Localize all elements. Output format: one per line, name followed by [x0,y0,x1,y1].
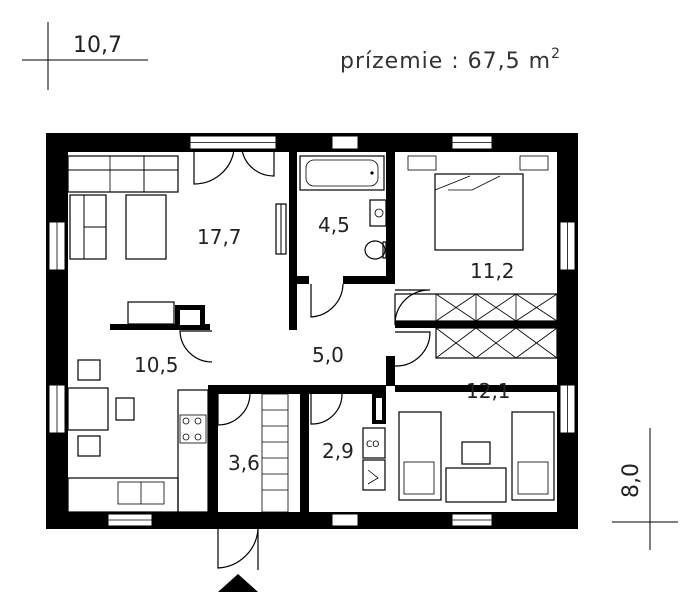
floor-area-superscript: 2 [551,46,561,62]
utility-appliances: CO [362,427,386,491]
height-dimension: 8,0 [612,428,678,550]
room-label-bedroom-1: 11,2 [470,259,515,283]
room-label-living: 17,7 [197,225,242,249]
height-dimension-label: 8,0 [619,463,644,498]
svg-text:CO: CO [366,440,379,450]
room-label-kitchen-dining: 10,5 [134,353,179,377]
room-label-stair-hall: 3,6 [228,451,260,475]
floor-area-title-text: prízemie : 67,5 m [340,49,551,74]
room-label-utility: 2,9 [322,439,354,463]
bedroom-1-furniture [394,155,558,322]
room-label-hall: 5,0 [312,343,344,367]
entrance-marker [218,574,258,592]
room-labels: 17,7 4,5 11,2 10,5 5,0 12,1 3,6 2,9 [134,213,515,475]
living-room-furniture [67,155,287,260]
width-dimension: 10,7 [22,22,148,90]
doors [179,149,431,570]
width-dimension-label: 10,7 [73,33,122,58]
kitchen-furniture [67,301,209,513]
room-label-bedroom-2: 12,1 [466,379,511,403]
interior-walls [110,152,557,512]
windows [48,135,576,527]
room-label-bathroom: 4,5 [318,213,350,237]
bathroom-fixtures [299,155,387,260]
bedroom-2-furniture [398,327,558,503]
staircase [261,393,289,513]
floor-area-title: prízemie : 67,5 m2 [340,46,561,74]
